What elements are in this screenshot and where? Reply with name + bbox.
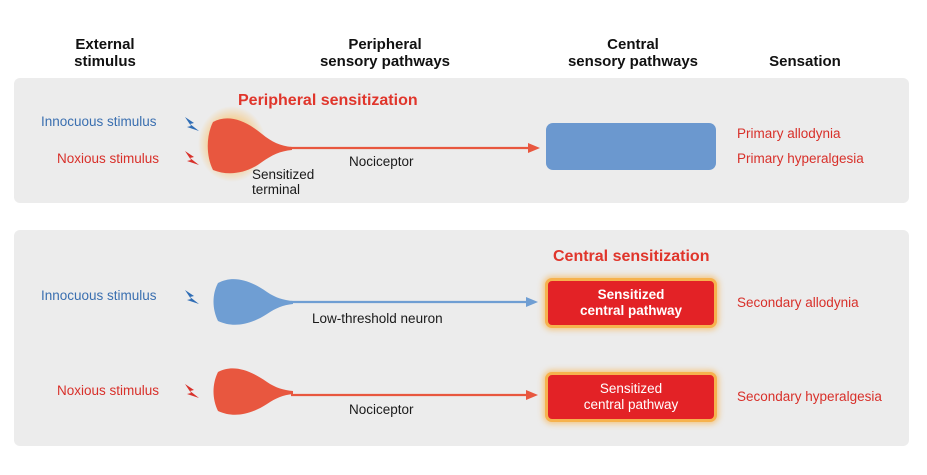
sensitized-terminal-label: Sensitized terminal <box>252 167 315 197</box>
secondary-hyperalgesia-label: Secondary hyperalgesia <box>737 389 882 404</box>
peripheral-sensitization-panel <box>14 78 909 203</box>
header-peripheral-pathways: Peripheral sensory pathways <box>319 36 451 70</box>
header-external-stimulus: External stimulus <box>74 36 136 70</box>
primary-allodynia-label: Primary allodynia <box>737 126 841 141</box>
sensitized-central-pathway-box-1: Sensitized central pathway <box>545 278 717 328</box>
lightning-bolt-blue-icon <box>185 290 199 304</box>
innocuous-stimulus-label-2: Innocuous stimulus <box>41 288 157 303</box>
central-sensitization-panel <box>14 230 909 446</box>
header-central-pathways: Central sensory pathways <box>567 36 699 70</box>
lightning-bolt-blue-icon <box>185 117 199 131</box>
nociceptor-neuron-shape <box>213 368 293 415</box>
secondary-allodynia-label: Secondary allodynia <box>737 295 859 310</box>
peripheral-sensitization-title: Peripheral sensitization <box>238 92 418 109</box>
low-threshold-arrowhead <box>526 297 538 307</box>
noxious-stimulus-label-2: Noxious stimulus <box>57 383 160 398</box>
lightning-bolt-red-icon <box>185 151 199 165</box>
primary-hyperalgesia-label: Primary hyperalgesia <box>737 151 864 166</box>
header-sensation: Sensation <box>769 53 841 70</box>
low-threshold-neuron-shape <box>213 279 293 325</box>
nociceptor-label-2: Nociceptor <box>349 402 414 417</box>
sensitized-central-pathway-label-1: Sensitized central pathway <box>579 287 683 318</box>
sensitized-terminal-shape <box>207 118 292 174</box>
lightning-bolt-red-icon <box>185 384 199 398</box>
noxious-stimulus-label: Noxious stimulus <box>57 151 160 166</box>
low-threshold-neuron-label: Low-threshold neuron <box>312 311 443 326</box>
central-pathway-box <box>546 123 716 170</box>
nociceptor-label-1: Nociceptor <box>349 154 414 169</box>
central-sensitization-title: Central sensitization <box>553 248 710 265</box>
nociceptor-arrowhead-1 <box>528 143 540 153</box>
nociceptor-arrowhead-2 <box>526 390 538 400</box>
sensitized-central-pathway-box-2: Sensitized central pathway <box>545 372 717 422</box>
innocuous-stimulus-label: Innocuous stimulus <box>41 114 157 129</box>
sensitized-central-pathway-label-2: Sensitized central pathway <box>583 381 679 412</box>
